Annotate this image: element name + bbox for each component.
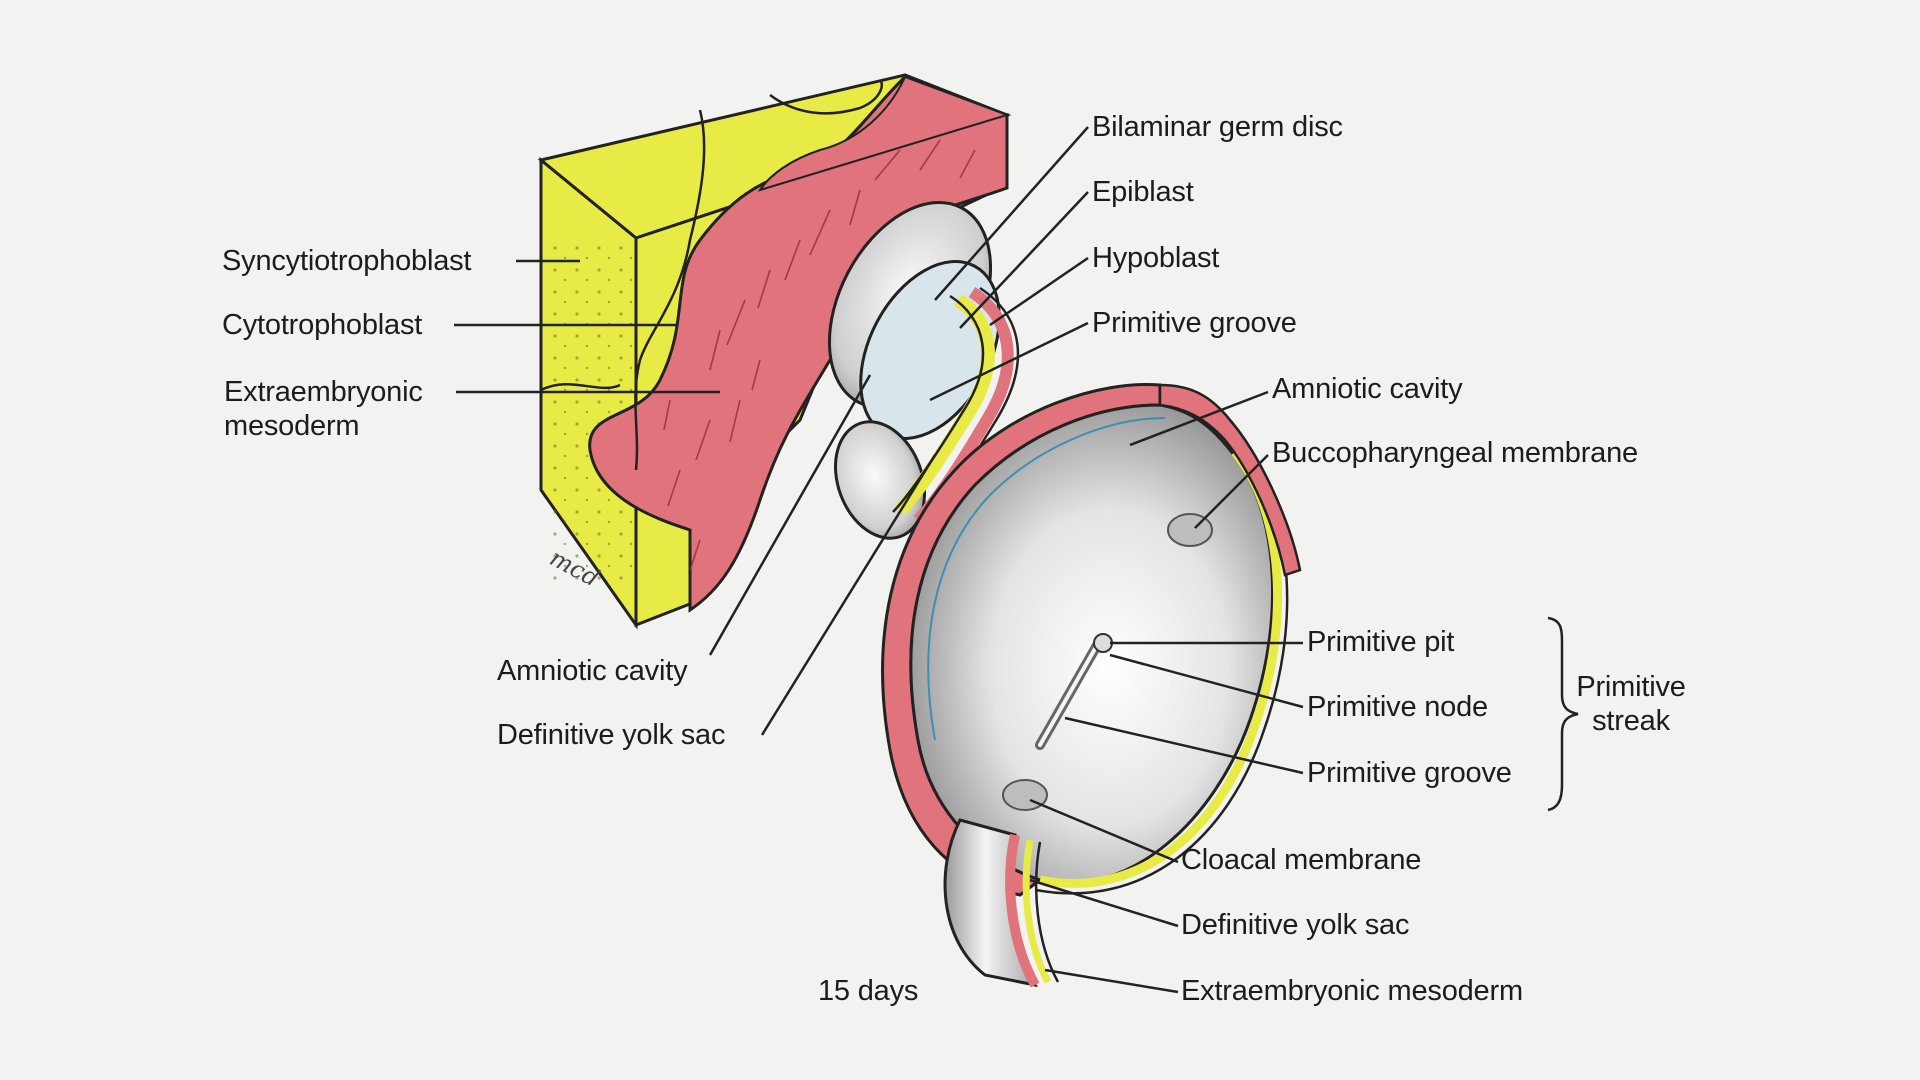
label-epiblast: Epiblast bbox=[1092, 176, 1194, 208]
amnion-inner-line bbox=[927, 417, 1166, 741]
leader-lines bbox=[454, 126, 1304, 994]
label-definitive-yolk-sac-left: Definitive yolk sac bbox=[497, 719, 726, 751]
lower-wall-outline bbox=[1034, 841, 1060, 983]
label-primitive-pit: Primitive pit bbox=[1307, 626, 1455, 658]
primitive-groove-mark bbox=[1038, 638, 1102, 747]
lower-wall-mesoderm bbox=[1005, 833, 1040, 988]
label-amniotic-cavity-left: Amniotic cavity bbox=[497, 655, 688, 687]
label-buccopharyngeal-membrane: Buccopharyngeal membrane bbox=[1272, 437, 1638, 469]
leader-epiblast bbox=[959, 191, 1089, 329]
leader-primitive-node bbox=[1109, 653, 1304, 709]
leader-bilaminar-germ-disc bbox=[934, 126, 1089, 301]
label-amniotic-cavity-right: Amniotic cavity bbox=[1272, 373, 1463, 405]
epiblast-band bbox=[894, 294, 995, 515]
label-cloacal-membrane: Cloacal membrane bbox=[1181, 844, 1422, 876]
amnion-flap-top bbox=[1158, 383, 1302, 577]
leader-cloacal-membrane bbox=[1029, 798, 1179, 864]
primitive-pit-mark bbox=[1093, 633, 1113, 653]
leader-definitive-yolk-sac-right bbox=[1029, 878, 1179, 928]
front-face-wave bbox=[540, 382, 621, 392]
leader-primitive-groove-top bbox=[929, 321, 1089, 402]
leader-hypoblast bbox=[989, 256, 1089, 327]
label-age-15-days: 15 days bbox=[818, 975, 919, 1007]
syncytiotrophoblast-dots bbox=[545, 240, 635, 580]
label-primitive-groove-top: Primitive groove bbox=[1092, 307, 1297, 339]
label-primitive-streak: Primitive streak bbox=[1576, 671, 1686, 737]
cytotrophoblast-wave-top bbox=[769, 79, 884, 115]
leader-buccopharyngeal bbox=[1194, 454, 1269, 529]
leader-amniotic-cavity-left bbox=[708, 374, 872, 656]
primitive-streak-brace bbox=[1547, 616, 1579, 812]
label-primitive-node: Primitive node bbox=[1307, 691, 1488, 723]
label-hypoblast: Hypoblast bbox=[1092, 242, 1220, 274]
leader-amniotic-cavity-right bbox=[1129, 390, 1269, 447]
lower-wall-epiblast bbox=[1022, 839, 1052, 984]
mesoderm-top-patch bbox=[757, 75, 1011, 192]
leader-definitive-yolk-sac-left bbox=[760, 454, 937, 736]
trophoblast-block: mcd bbox=[537, 73, 1012, 630]
embryonic-disc-large bbox=[881, 382, 1302, 988]
strip-outline bbox=[892, 294, 985, 513]
label-cytotrophoblast: Cytotrophoblast bbox=[222, 309, 423, 341]
label-primitive-groove-bottom: Primitive groove bbox=[1307, 757, 1512, 789]
leader-extraembryonic-mesoderm-bottom bbox=[1044, 968, 1179, 994]
label-extraembryonic-mesoderm-left: Extraembryonic mesoderm bbox=[224, 376, 423, 442]
label-extraembryonic-mesoderm-bottom: Extraembryonic mesoderm bbox=[1181, 975, 1523, 1007]
leader-primitive-groove-bottom bbox=[1064, 716, 1304, 775]
right-wall-epiblast bbox=[1039, 449, 1283, 888]
label-bilaminar-germ-disc: Bilaminar germ disc bbox=[1092, 111, 1343, 143]
cytotrophoblast-layer bbox=[634, 109, 706, 471]
label-syncytiotrophoblast: Syncytiotrophoblast bbox=[222, 245, 472, 277]
mesoderm-hatching bbox=[663, 139, 976, 571]
label-definitive-yolk-sac-right: Definitive yolk sac bbox=[1181, 909, 1410, 941]
